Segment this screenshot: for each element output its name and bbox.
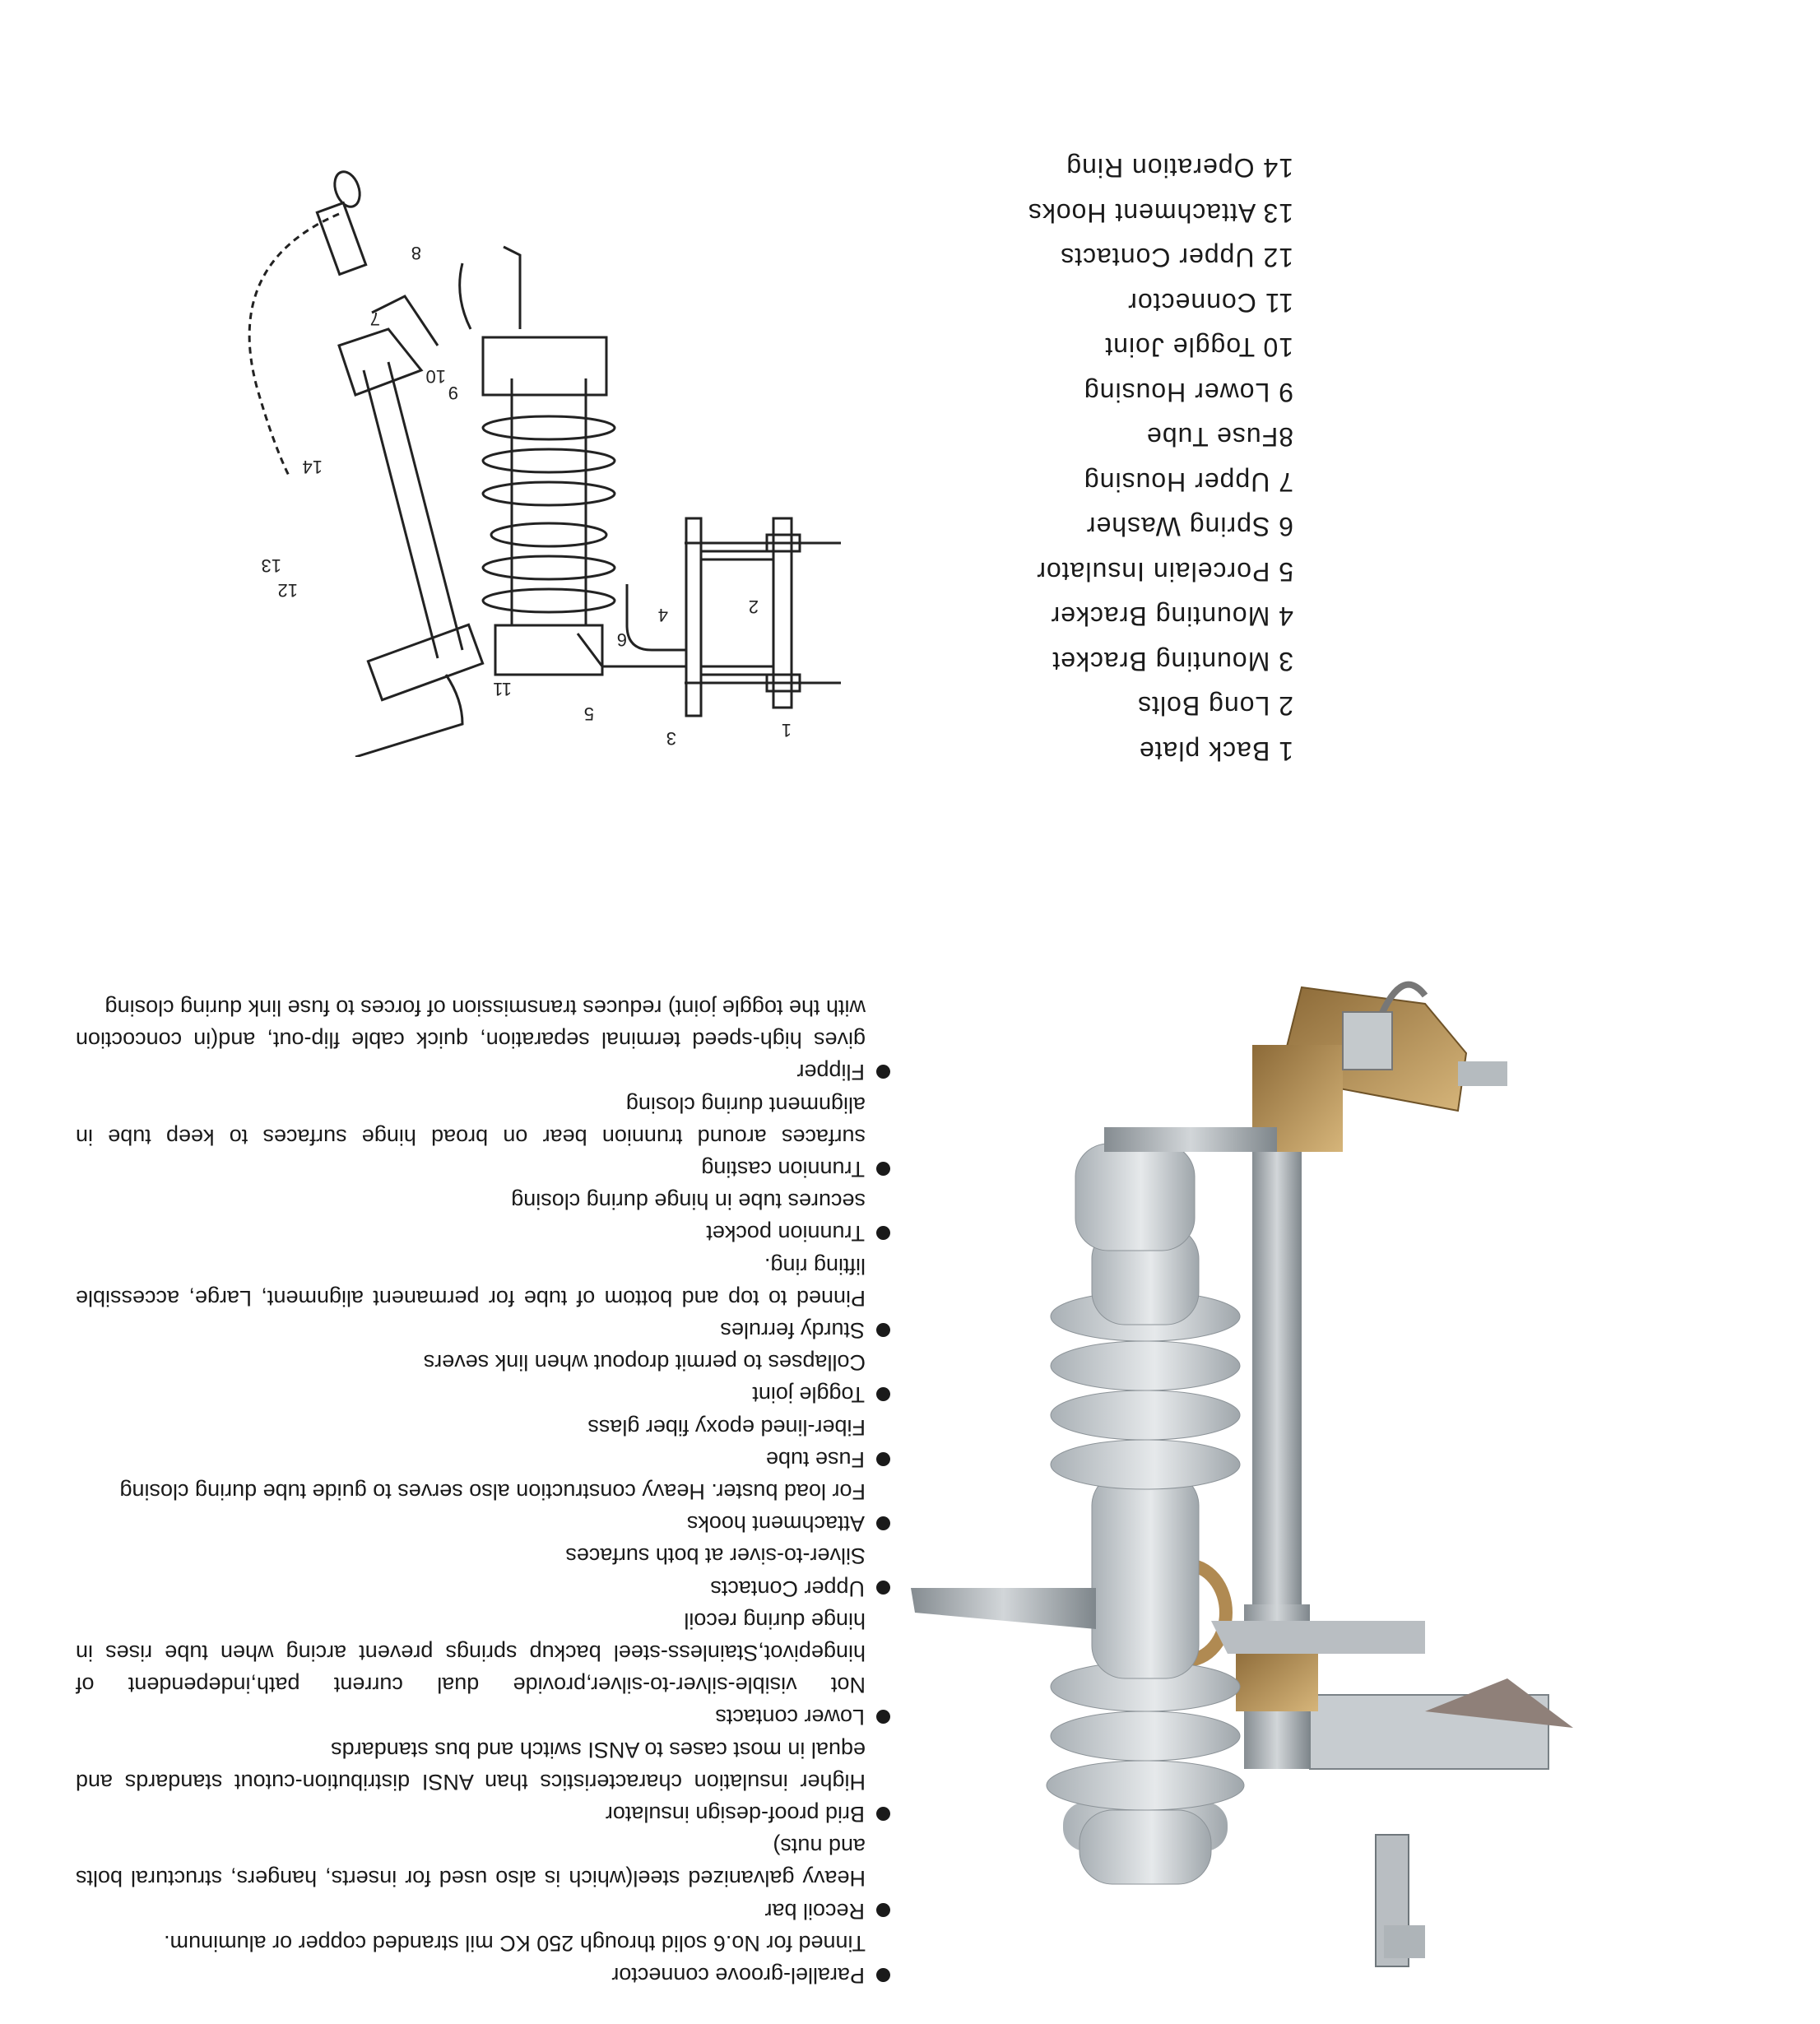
feature-item: Brid proof-design insulator Higher insul… [76, 1733, 890, 1830]
feature-title: Lower contacts [715, 1705, 865, 1730]
part-item: 4 Mounting Bracker [1050, 601, 1293, 632]
part-item: 8Fuse Tube [1146, 422, 1293, 453]
feature-desc: Fiber-lined epoxy fiber glass [587, 1414, 866, 1440]
feature-item: Trunnion pocket secures tube in hinge du… [76, 1185, 890, 1249]
part-item: 10 Toggle Joint [1104, 332, 1293, 363]
feature-desc: gives high-speed terminal separation, qu… [76, 995, 866, 1053]
feature-desc: Tinned for No.6 solid through 250 KC mil… [164, 1930, 866, 1956]
svg-text:4: 4 [658, 605, 668, 625]
svg-text:10: 10 [426, 366, 446, 387]
feature-title: Sturdy ferrules [720, 1317, 865, 1343]
svg-text:12: 12 [278, 580, 298, 601]
feature-desc: For load buster. Heavy construction also… [119, 1479, 866, 1504]
feature-desc: Silver-to-siver at both surfaces [565, 1544, 866, 1569]
feature-item: Parallel-groove connector Tinned for No.… [76, 1927, 890, 1991]
feature-title: Toggle joint [752, 1382, 865, 1408]
feature-item: Upper Contacts Silver-to-siver at both s… [76, 1539, 890, 1604]
svg-text:6: 6 [617, 629, 627, 650]
feature-desc: Collapses to permit dropout when link se… [423, 1350, 866, 1376]
feature-title: Upper Contacts [710, 1576, 865, 1601]
part-item: 11 Connector [1127, 288, 1293, 318]
feature-title: Trunnion casting [701, 1156, 865, 1181]
feature-item: Flipper gives high-speed terminal separa… [76, 991, 890, 1089]
feature-item: Lower contacts Not visible-silver-to-sil… [76, 1604, 890, 1734]
feature-title: Attachment hooks [686, 1511, 865, 1537]
svg-text:2: 2 [749, 597, 759, 617]
feature-item: Trunnion casting surfaces around trunnio… [76, 1088, 890, 1185]
svg-text:9: 9 [448, 383, 458, 403]
part-item: 6 Spring Washer [1085, 512, 1293, 542]
feature-item: Recoil bar Heavy galvanized steel(which … [76, 1830, 890, 1927]
feature-desc: secures tube in hinge during closing [511, 1189, 866, 1214]
svg-text:11: 11 [493, 679, 512, 699]
feature-item: Fuse tube Fiber-lined epoxy fiber glass [76, 1410, 890, 1474]
part-item: 3 Mounting Bracket [1052, 647, 1293, 676]
feature-title: Recoil bar [764, 1898, 865, 1924]
feature-item: Attachment hooks For load buster. Heavy … [76, 1475, 890, 1539]
parts-list: 1 Back plate 2 Long Bolts 3 Mounting Bra… [717, 146, 1293, 773]
svg-text:7: 7 [370, 309, 380, 329]
svg-text:13: 13 [262, 555, 281, 576]
svg-text:14: 14 [303, 457, 323, 477]
part-item: 7 Upper Housing [1083, 467, 1293, 497]
feature-desc: Higher insulation characteristics than A… [76, 1737, 866, 1794]
feature-desc: Pinned to top and bottom of tube for per… [76, 1253, 866, 1311]
feature-item: Toggle joint Collapses to permit dropout… [76, 1346, 890, 1410]
feature-title: Parallel-groove connector [611, 1963, 865, 1988]
svg-text:1: 1 [782, 720, 792, 740]
part-item: 12 Upper Contacts [1060, 243, 1293, 273]
feature-desc: surfaces around trunnion bear on broad h… [76, 1092, 866, 1149]
feature-title: Trunnion pocket [706, 1221, 865, 1246]
fuse-cutout-photo [911, 981, 1573, 1967]
part-item: 14 Operation Ring [1066, 153, 1293, 183]
feature-title: Fuse tube [765, 1446, 865, 1472]
part-item: 13 Attachment Hooks [1027, 198, 1293, 228]
svg-text:5: 5 [584, 703, 594, 724]
feature-item: Sturdy ferrules Pinned to top and bottom… [76, 1249, 890, 1346]
part-item: 1 Back plate [1138, 736, 1293, 766]
svg-text:8: 8 [411, 243, 421, 263]
feature-desc: Heavy galvanized steel(which is also use… [76, 1834, 866, 1892]
part-item: 2 Long Bolts [1137, 691, 1293, 722]
feature-list: Parallel-groove connector Tinned for No.… [76, 991, 890, 1991]
part-item: 5 Porcelain Insulator [1036, 557, 1293, 587]
cutout-technical-drawing: 1 2 3 4 5 6 7 8 9 10 11 12 13 14 [248, 170, 841, 757]
feature-desc: Not visible-silver-to-silver,provide dua… [76, 1608, 866, 1698]
svg-text:3: 3 [666, 728, 676, 749]
part-item: 9 Lower Housing [1083, 378, 1293, 407]
feature-title: Brid proof-design insulator [605, 1801, 865, 1827]
feature-title: Flipper [796, 1060, 865, 1085]
